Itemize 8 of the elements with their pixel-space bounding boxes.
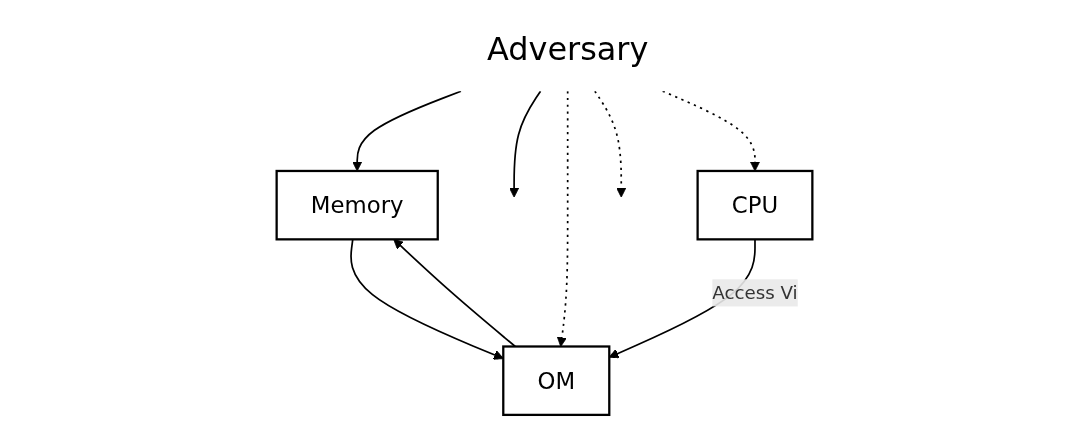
node-box: OM — [502, 345, 611, 416]
node-box: Memory — [275, 169, 439, 241]
arrow — [594, 90, 627, 198]
node-box: CPU — [696, 169, 814, 241]
arrow — [509, 90, 542, 198]
arrow — [556, 90, 569, 347]
edge-label: Access Vi — [712, 281, 798, 304]
node-text: Adversary — [486, 30, 649, 69]
